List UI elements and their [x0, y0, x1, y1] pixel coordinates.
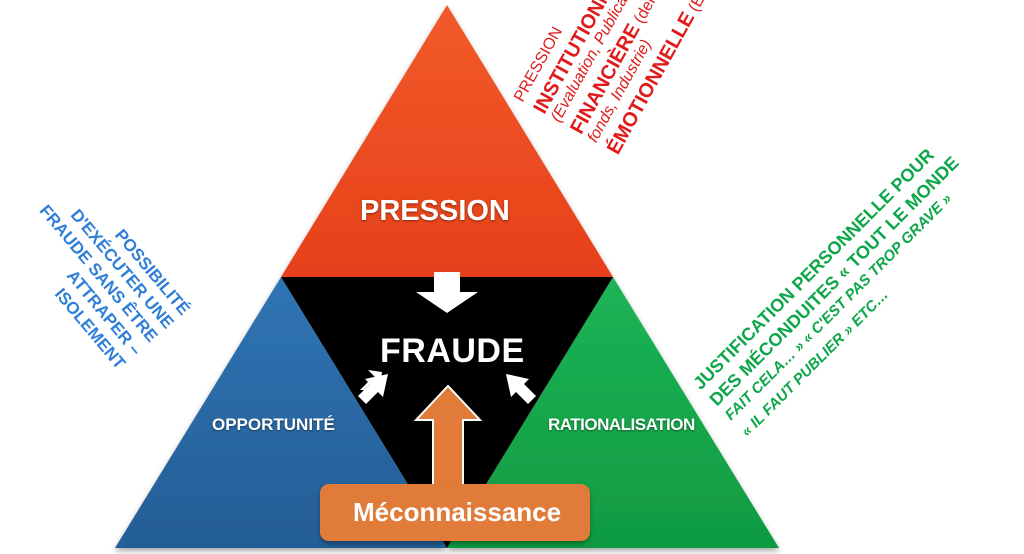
rationalisation-label: RATIONALISATION: [548, 415, 695, 434]
rationalisation-triangle: [447, 277, 779, 548]
arrow-right-up-icon: [506, 374, 536, 404]
opportunite-label: OPPORTUNITÉ: [212, 415, 335, 434]
pression-label: PRESSION: [360, 195, 510, 227]
arrow-down-icon: [416, 272, 478, 313]
arrow-up-orange-icon: [413, 384, 483, 489]
fraude-label: FRAUDE: [380, 332, 525, 370]
pression-triangle: [281, 5, 613, 277]
arrow-left-up-icon: [358, 374, 388, 404]
opportunite-triangle: [115, 277, 447, 548]
meconnaissance-label: Méconnaissance: [353, 497, 562, 527]
meconnaissance-box: [320, 484, 590, 541]
